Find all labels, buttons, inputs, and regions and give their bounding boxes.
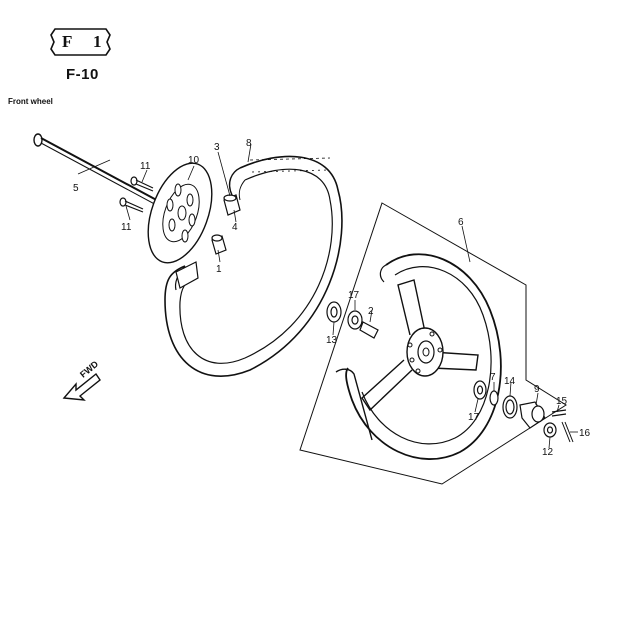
badge-number: 1	[93, 32, 102, 51]
callout-3: 3	[214, 142, 220, 153]
disc-bolts	[119, 176, 154, 213]
callout-7: 7	[490, 372, 496, 383]
callout-11-bottom: 11	[121, 222, 132, 233]
left-bearings	[326, 301, 379, 339]
fwd-arrow-icon	[62, 372, 101, 401]
wheel-assembly-frame	[299, 202, 567, 485]
callout-17-left: 17	[348, 290, 360, 301]
callout-12: 12	[542, 447, 554, 458]
right-side-parts	[473, 380, 574, 443]
page-code: F-10	[66, 66, 99, 83]
callout-9: 9	[534, 384, 540, 395]
callout-1: 1	[216, 264, 222, 275]
callout-17-right: 17	[468, 412, 480, 423]
callout-16: 16	[579, 428, 591, 439]
callout-13: 13	[326, 335, 338, 346]
section-badge: F 1	[49, 27, 112, 57]
brake-disc	[147, 162, 213, 264]
callout-14: 14	[504, 376, 516, 387]
callout-6: 6	[458, 217, 464, 228]
badge-letter: F	[62, 32, 73, 51]
badge-frame	[50, 28, 111, 56]
section-title: Front wheel	[8, 97, 53, 106]
wheel-rim	[335, 253, 502, 460]
callout-10: 10	[188, 155, 200, 166]
callout-8: 8	[246, 138, 252, 149]
callout-15: 15	[556, 396, 568, 407]
callout-4: 4	[232, 222, 238, 233]
callout-5: 5	[73, 183, 79, 194]
tire	[164, 155, 343, 377]
leader-lines	[77, 143, 578, 449]
callout-2: 2	[368, 306, 374, 317]
callout-labels: 5 11 11 10 3 4 1 8 6 17 2 13 17 7 14 9 1…	[73, 138, 591, 458]
collars	[211, 194, 241, 255]
callout-11-top: 11	[140, 161, 151, 172]
